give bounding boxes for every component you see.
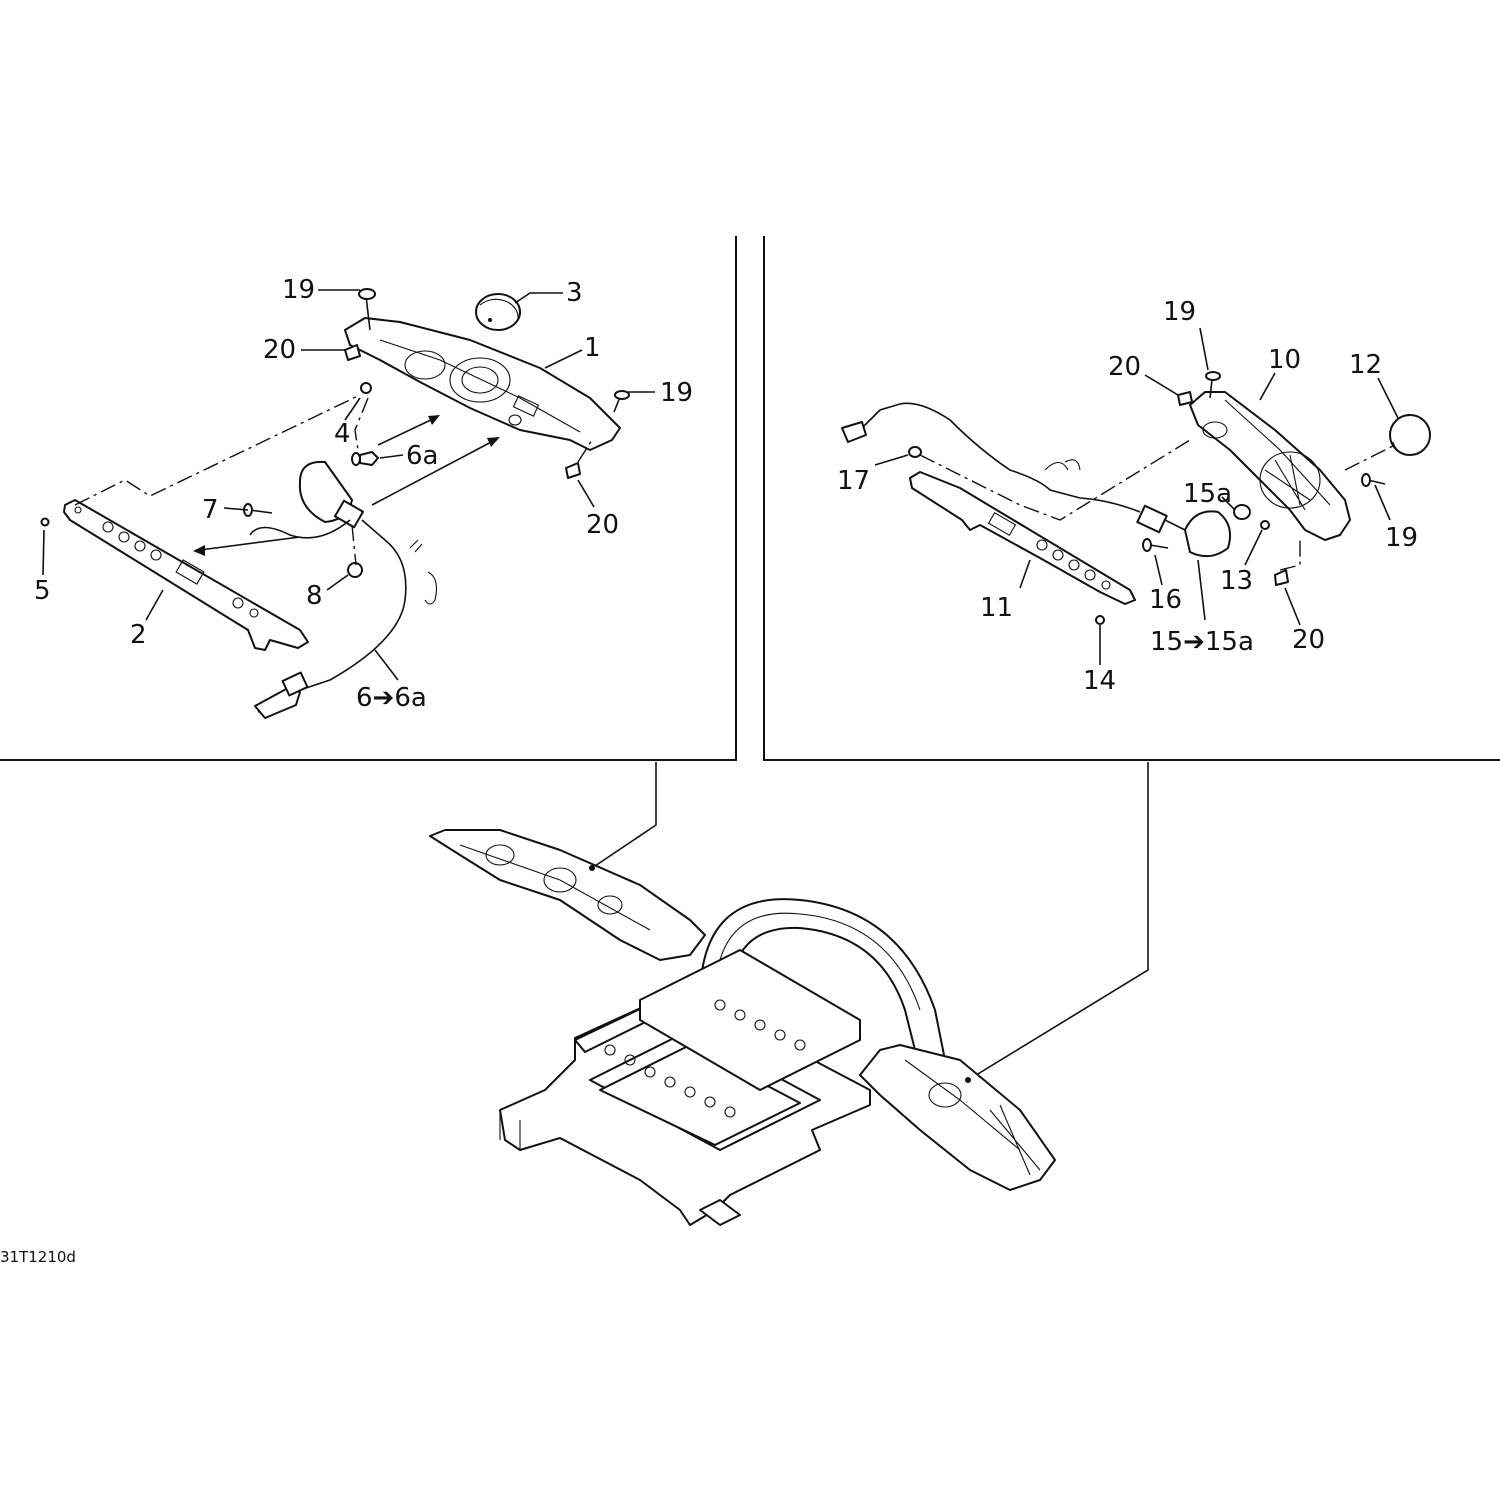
left-small-hardware — [40, 288, 630, 605]
left-callouts: 19 3 1 20 19 4 6a 7 20 5 8 2 6➔6a — [34, 275, 693, 713]
callout-17: 17 — [837, 466, 870, 496]
right-assembly-lines — [919, 439, 1396, 571]
left-panel-frame — [0, 236, 737, 761]
callout-5: 5 — [34, 576, 51, 606]
callout-1: 1 — [584, 333, 601, 363]
left-bracket — [63, 499, 309, 651]
callout-19: 19 — [660, 378, 693, 408]
left-arrows — [193, 415, 500, 556]
callout-20: 20 — [586, 510, 619, 540]
right-lens-cap — [1389, 414, 1431, 456]
callout-10: 10 — [1268, 345, 1301, 375]
callout-20: 20 — [1292, 625, 1325, 655]
callout-12: 12 — [1349, 350, 1382, 380]
overview-main-frame — [499, 949, 871, 1226]
callout-19: 19 — [1163, 297, 1196, 327]
callout-6a: 6a — [406, 441, 438, 471]
callout-15: 15➔15a — [1150, 627, 1254, 657]
callout-7: 7 — [202, 495, 219, 525]
callout-20: 20 — [263, 335, 296, 365]
callout-19: 19 — [1385, 523, 1418, 553]
left-detail-leader — [591, 762, 657, 869]
right-bracket — [909, 471, 1136, 605]
left-lens-cap — [475, 293, 521, 331]
right-detail-leader — [967, 762, 1149, 1081]
callout-2: 2 — [130, 620, 147, 650]
callout-19: 19 — [282, 275, 315, 305]
callout-6: 6➔6a — [356, 683, 427, 713]
drawing-code: 31T1210d — [0, 1248, 76, 1266]
left-signal-lamp — [249, 460, 407, 719]
right-signal-lamp — [841, 402, 1231, 558]
overview-roll-bar — [699, 898, 946, 1063]
right-panel-frame — [763, 236, 1500, 761]
callout-13: 13 — [1220, 566, 1253, 596]
callout-11: 11 — [980, 593, 1013, 623]
left-panel-assembly: 19 3 1 20 19 4 6a 7 20 5 8 2 6➔6a — [34, 275, 693, 719]
left-assembly-lines — [74, 394, 593, 566]
overview-left-light — [429, 829, 706, 961]
right-leader-lines — [874, 327, 1399, 665]
right-small-hardware — [908, 371, 1386, 625]
callout-4: 4 — [334, 419, 351, 449]
callout-14: 14 — [1083, 666, 1116, 696]
callout-3: 3 — [566, 278, 583, 308]
right-light-housing — [1189, 391, 1351, 541]
overview-right-light — [859, 1044, 1056, 1191]
callout-16: 16 — [1149, 585, 1182, 615]
right-callouts: 19 10 12 20 17 15a 19 13 16 11 15➔15a 20… — [837, 297, 1418, 696]
overview-assembly — [429, 762, 1149, 1226]
callout-20: 20 — [1108, 352, 1141, 382]
left-leader-lines — [42, 289, 655, 681]
right-panel-assembly: 19 10 12 20 17 15a 19 13 16 11 15➔15a 20… — [837, 297, 1431, 696]
callout-15a: 15a — [1183, 479, 1232, 509]
callout-8: 8 — [306, 581, 323, 611]
left-light-housing — [344, 317, 621, 451]
